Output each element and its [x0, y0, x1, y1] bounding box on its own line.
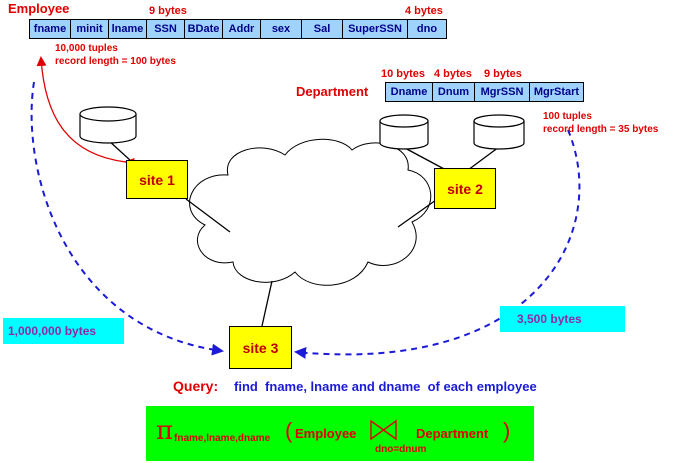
projection-symbol: π [156, 416, 174, 446]
employee-field: BDate [185, 20, 223, 38]
transfer-arrow-department [294, 129, 581, 359]
employee-title: Employee [8, 1, 70, 16]
site-1: site 1 [126, 160, 188, 199]
employee-record-length: record length = 100 bytes [55, 56, 176, 67]
employee-ssn-size: 9 bytes [149, 5, 187, 17]
department-title: Department [296, 84, 369, 99]
department-field: MgrStart [530, 83, 583, 101]
department-field: Dnum [433, 83, 475, 101]
storage-arrow-employee [36, 56, 135, 168]
site-2: site 2 [434, 168, 496, 209]
link-disk2b [467, 146, 500, 171]
employee-schema: fname minit lname SSN BDate Addr sex Sal… [29, 19, 447, 39]
employee-field: Addr [223, 20, 261, 38]
employee-field: dno [408, 20, 446, 38]
transfer-size-department: 3,500 bytes [500, 306, 625, 332]
employee-field: SuperSSN [343, 20, 408, 38]
link-site3 [261, 280, 273, 327]
department-tuples: 100 tuples [543, 111, 592, 122]
link-disk2a [402, 146, 447, 171]
relational-algebra-expression: π fname,lname,dname ( Employee dno=dnum … [146, 406, 534, 461]
site-3: site 3 [229, 326, 292, 369]
bowtie-join-icon [370, 419, 397, 441]
department-field: Dname [386, 83, 433, 101]
transfer-size-employee: 1,000,000 bytes [3, 318, 124, 344]
disk-cylinder-icon [379, 114, 429, 150]
employee-tuples: 10,000 tuples [55, 43, 118, 54]
open-paren: ( [285, 418, 293, 443]
cloud-network-icon [189, 138, 432, 286]
department-schema: Dname Dnum MgrSSN MgrStart [385, 82, 584, 102]
department-field: MgrSSN [475, 83, 530, 101]
query-label: Query: [173, 378, 219, 394]
employee-field: Sal [302, 20, 343, 38]
disk-cylinder-icon [473, 114, 525, 150]
department-mgrssn-size: 9 bytes [484, 68, 522, 80]
close-paren: ) [503, 418, 511, 443]
disk-cylinder-icon [79, 106, 137, 144]
employee-field: fname [30, 20, 71, 38]
employee-field: minit [71, 20, 109, 38]
employee-dno-size: 4 bytes [405, 5, 443, 17]
join-condition: dno=dnum [375, 444, 427, 455]
query-text: find fname, lname and dname of each empl… [234, 379, 537, 394]
projection-attributes: fname,lname,dname [174, 433, 271, 444]
link-site1 [185, 198, 231, 233]
employee-field: lname [109, 20, 147, 38]
department-dname-size: 10 bytes [381, 68, 426, 80]
link-site2 [397, 199, 437, 228]
employee-field: sex [261, 20, 302, 38]
left-relation: Employee [295, 426, 357, 441]
employee-field: SSN [147, 20, 185, 38]
transfer-arrow-employee [30, 81, 224, 356]
department-record-length: record length = 35 bytes [543, 124, 659, 135]
department-dnum-size: 4 bytes [434, 68, 472, 80]
right-relation: Department [416, 426, 489, 441]
